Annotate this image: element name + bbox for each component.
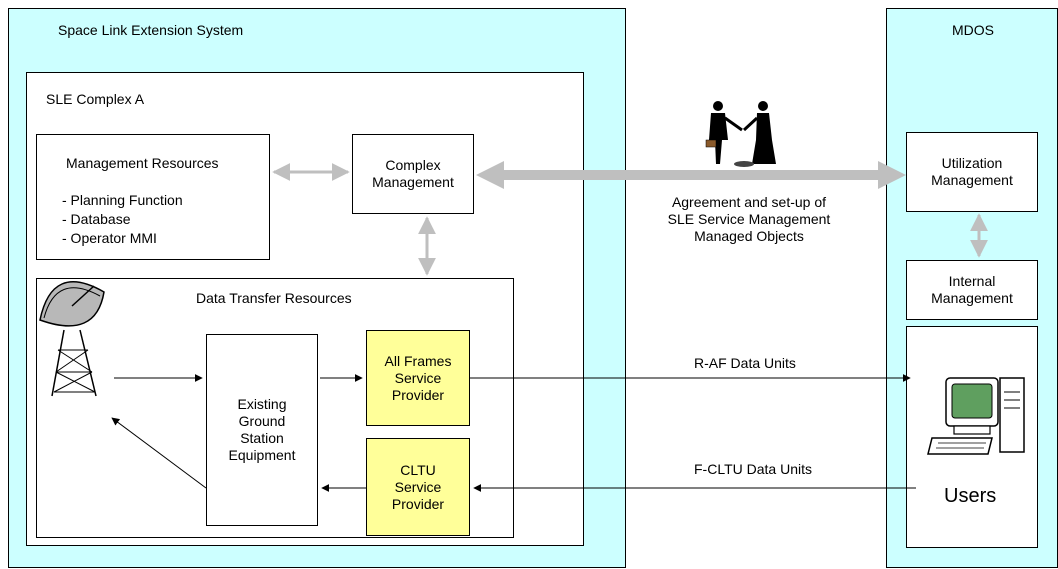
data-transfer-title: Data Transfer Resources (196, 290, 352, 306)
agreement-text: Agreement and set-up of SLE Service Mana… (620, 194, 878, 245)
management-resources-title: Management Resources (66, 155, 219, 171)
utilization-line: Management (931, 172, 1013, 188)
handshake-people-icon (705, 101, 776, 167)
satellite-dish-icon (39, 281, 105, 397)
complex-management-line: Complex (385, 157, 441, 173)
utilization-management-box: Utilization Management (906, 132, 1038, 212)
ground-station-line: Ground (238, 413, 286, 429)
management-agreement-arrow (476, 161, 906, 189)
management-item: - Database (62, 211, 131, 227)
ground-station-line: Existing (237, 396, 287, 412)
users-label: Users (944, 485, 997, 507)
agreement-line: Managed Objects (694, 228, 804, 244)
all-frames-provider-box: All Frames Service Provider (366, 330, 470, 426)
complex-management-line: Management (372, 174, 454, 190)
ground-station-line: Equipment (228, 447, 296, 463)
ground-station-box: Existing Ground Station Equipment (206, 334, 318, 526)
management-item: - Planning Function (62, 192, 183, 208)
cltu-line: Provider (391, 495, 445, 512)
all-frames-line: Service (394, 369, 442, 386)
mdos-title: MDOS (952, 22, 994, 38)
fcltu-label: F-CLTU Data Units (694, 461, 812, 477)
sle-system-title: Space Link Extension System (58, 22, 244, 38)
utilization-line: Utilization (941, 155, 1003, 171)
computer-icon (927, 377, 1025, 455)
internal-line: Internal (948, 273, 996, 289)
sle-complex-title: SLE Complex A (46, 91, 145, 107)
cltu-line: Service (394, 478, 442, 495)
agreement-line: SLE Service Management (667, 211, 831, 227)
cltu-provider-box: CLTU Service Provider (366, 438, 470, 536)
all-frames-line: All Frames (384, 352, 452, 369)
internal-line: Management (931, 290, 1013, 306)
internal-management-box: Internal Management (906, 260, 1038, 320)
complex-management-box: Complex Management (352, 134, 474, 214)
management-resources-box (36, 134, 270, 260)
all-frames-line: Provider (391, 386, 445, 403)
management-item: - Operator MMI (62, 230, 157, 246)
raf-label: R-AF Data Units (694, 355, 796, 371)
cltu-line: CLTU (400, 461, 436, 478)
ground-to-dish-arrow (111, 417, 207, 489)
agreement-line: Agreement and set-up of (671, 194, 827, 210)
ground-station-line: Station (240, 430, 284, 446)
